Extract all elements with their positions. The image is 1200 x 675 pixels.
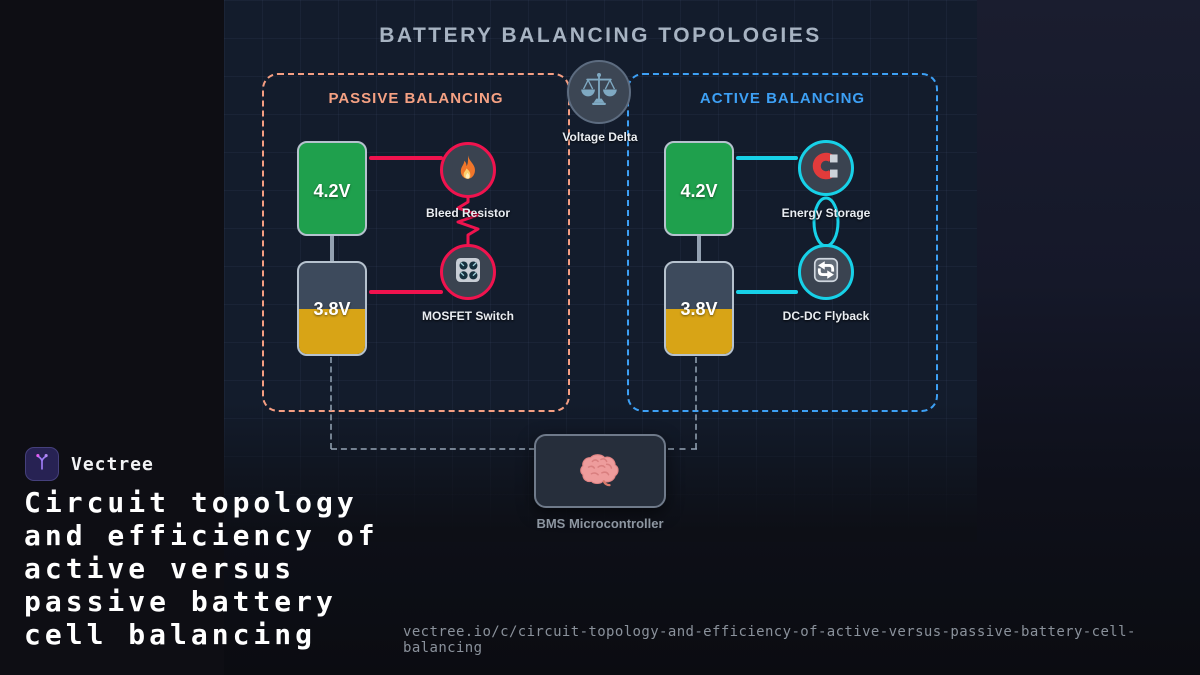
- vectree-branch-icon: [31, 451, 53, 478]
- passive-cell-charge-fill: [299, 309, 365, 354]
- energy-storage-node: [798, 140, 854, 196]
- bleed-resistor-node: [440, 142, 496, 198]
- active-cell-low-voltage: 3.8V: [680, 299, 718, 319]
- resistor-zigzag: [456, 197, 480, 245]
- swap-arrows-icon: [811, 255, 841, 290]
- wire-passive-top: [369, 156, 443, 160]
- passive-cell-link: [330, 236, 334, 261]
- active-balancing-box: ACTIVE BALANCING: [627, 73, 938, 412]
- brain-icon: [577, 450, 623, 493]
- scales-icon: [579, 70, 619, 115]
- left-black-panel: [0, 0, 224, 675]
- bms-microcontroller-label: BMS Microcontroller: [536, 516, 664, 531]
- passive-cell-low: 3.8V: [297, 261, 367, 356]
- voltage-delta-label: Voltage Delta: [562, 130, 638, 144]
- passive-balancing-box: PASSIVE BALANCING: [262, 73, 570, 412]
- energy-storage-label: Energy Storage: [781, 206, 871, 220]
- bleed-resistor-label: Bleed Resistor: [425, 206, 511, 220]
- dashed-connector-active-horizontal: [668, 448, 697, 450]
- active-cell-charge-fill: [666, 309, 732, 354]
- passive-cell-low-voltage: 3.8V: [313, 299, 351, 319]
- bms-microcontroller-box: [534, 434, 666, 508]
- active-cell-link: [697, 236, 701, 261]
- passive-cell-high-voltage: 4.2V: [313, 181, 351, 201]
- fire-icon: [453, 153, 483, 188]
- page-title: Circuit topology and efficiency of activ…: [24, 486, 379, 651]
- mosfet-switch-node: [440, 244, 496, 300]
- voltage-delta-node: [567, 60, 631, 124]
- dcdc-flyback-node: [798, 244, 854, 300]
- diagram-title: BATTERY BALANCING TOPOLOGIES: [379, 24, 822, 47]
- mosfet-switch-label: MOSFET Switch: [421, 309, 514, 323]
- control-knobs-icon: [452, 254, 484, 291]
- dashed-connector-active-vertical: [695, 357, 697, 449]
- active-cell-low: 3.8V: [664, 261, 734, 356]
- brand-name: Vectree: [71, 454, 154, 475]
- magnet-icon: [810, 150, 842, 187]
- wire-passive-bottom: [369, 290, 443, 294]
- dcdc-flyback-label: DC-DC Flyback: [782, 309, 870, 323]
- passive-cell-high: 4.2V: [297, 141, 367, 236]
- active-cell-high: 4.2V: [664, 141, 734, 236]
- active-cell-high-voltage: 4.2V: [680, 181, 718, 201]
- dashed-connector-passive-vertical: [330, 357, 332, 449]
- vectree-logo: [25, 447, 59, 481]
- wire-active-bottom: [736, 290, 798, 294]
- dashed-connector-passive-horizontal: [331, 448, 535, 450]
- page-url: vectree.io/c/circuit-topology-and-effici…: [403, 624, 1136, 656]
- passive-balancing-heading: PASSIVE BALANCING: [328, 90, 504, 107]
- active-balancing-heading: ACTIVE BALANCING: [699, 90, 866, 107]
- wire-active-top: [736, 156, 798, 160]
